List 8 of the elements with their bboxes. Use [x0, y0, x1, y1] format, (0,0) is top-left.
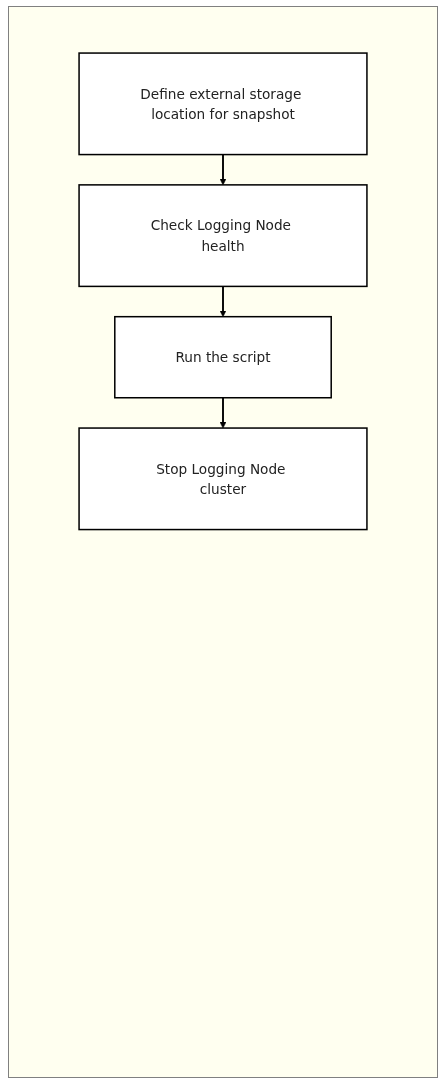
arrow: [219, 153, 227, 186]
arrow: [219, 396, 227, 429]
panel-background: Define external storage location for snapshot Check Logging Node health Run the script Stop Logging Node cluster: [8, 6, 438, 1078]
arrow: [219, 285, 227, 317]
node-box: [78, 52, 368, 156]
node-box: [78, 427, 368, 531]
node-box: [114, 315, 332, 399]
node-box: [78, 184, 368, 288]
